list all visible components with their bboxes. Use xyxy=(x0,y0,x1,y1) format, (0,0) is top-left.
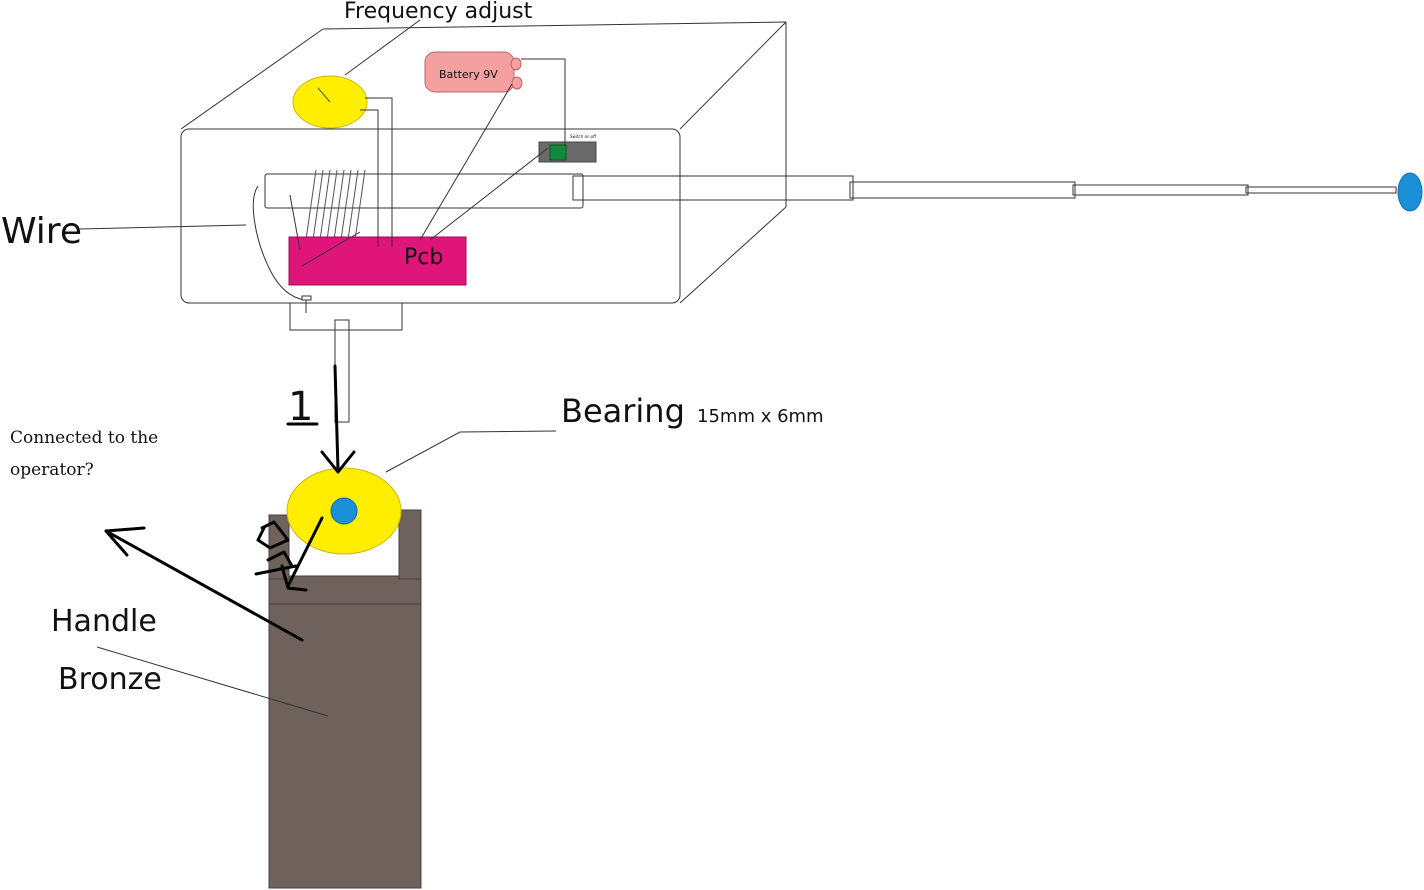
handle-top xyxy=(268,575,422,605)
knob-pointer xyxy=(317,87,331,103)
connected-label-line2: operator? xyxy=(10,460,94,480)
battery-label: Battery 9V xyxy=(439,68,498,81)
wire-coil-left xyxy=(289,194,301,251)
switch-label: Switch on off xyxy=(570,134,596,139)
wiring xyxy=(252,58,566,301)
wire-coil-pcb xyxy=(301,231,361,267)
box-edge-top-left xyxy=(180,28,324,130)
handle-label: Handle xyxy=(51,604,157,639)
coil-windings xyxy=(305,169,366,241)
mount-screw xyxy=(301,295,312,301)
handle-body xyxy=(268,600,422,889)
box-edge-bottom-right xyxy=(679,206,787,304)
antenna xyxy=(264,172,1423,212)
box-front-face xyxy=(180,128,681,304)
box-edge-top-right xyxy=(679,21,787,130)
bearing-leader-line xyxy=(385,430,557,473)
frequency-leader-line xyxy=(344,19,421,76)
wire-battery-switch xyxy=(521,58,566,146)
mount-block xyxy=(289,302,403,331)
internal-wire xyxy=(252,185,306,301)
wire-switch-pcb xyxy=(429,147,549,241)
switch-body xyxy=(538,141,597,163)
bearing-size-label: 15mm x 6mm xyxy=(697,406,824,427)
bearing-label: Bearing xyxy=(561,392,685,430)
handle-prong-right xyxy=(398,509,422,580)
battery-terminal-top xyxy=(510,57,522,71)
antenna-tube-inner xyxy=(264,173,584,209)
coil xyxy=(305,169,366,241)
step-2-arrow xyxy=(280,516,324,592)
bronze-label: Bronze xyxy=(58,662,162,697)
step-1-arrow xyxy=(320,364,356,474)
step-2-scribble xyxy=(254,520,298,576)
bearing-center xyxy=(330,497,358,525)
battery-terminal-bottom xyxy=(511,76,523,90)
connected-label-line1: Connected to the xyxy=(10,428,158,448)
antenna-segment-3 xyxy=(1072,184,1249,196)
wire-knob-b xyxy=(360,109,379,247)
antenna-tip xyxy=(1397,172,1423,212)
frequency-adjust-label: Frequency adjust xyxy=(344,0,533,24)
antenna-segment-1 xyxy=(572,175,854,201)
antenna-segment-4 xyxy=(1245,186,1397,194)
wire-knob-a xyxy=(365,97,393,247)
step-1-label: 1 xyxy=(288,384,313,430)
antenna-segment-2 xyxy=(849,181,1076,199)
pcb-label: Pcb xyxy=(404,245,443,270)
battery xyxy=(424,51,515,93)
switch-knob xyxy=(549,144,567,161)
operator-arrow xyxy=(104,526,304,642)
box-edge-top xyxy=(322,21,787,30)
bronze-leader-line xyxy=(96,646,329,717)
wire-label: Wire xyxy=(1,211,82,252)
handle xyxy=(268,509,422,889)
wire-battery-pcb xyxy=(419,83,513,241)
wire-leader-line xyxy=(79,224,247,230)
